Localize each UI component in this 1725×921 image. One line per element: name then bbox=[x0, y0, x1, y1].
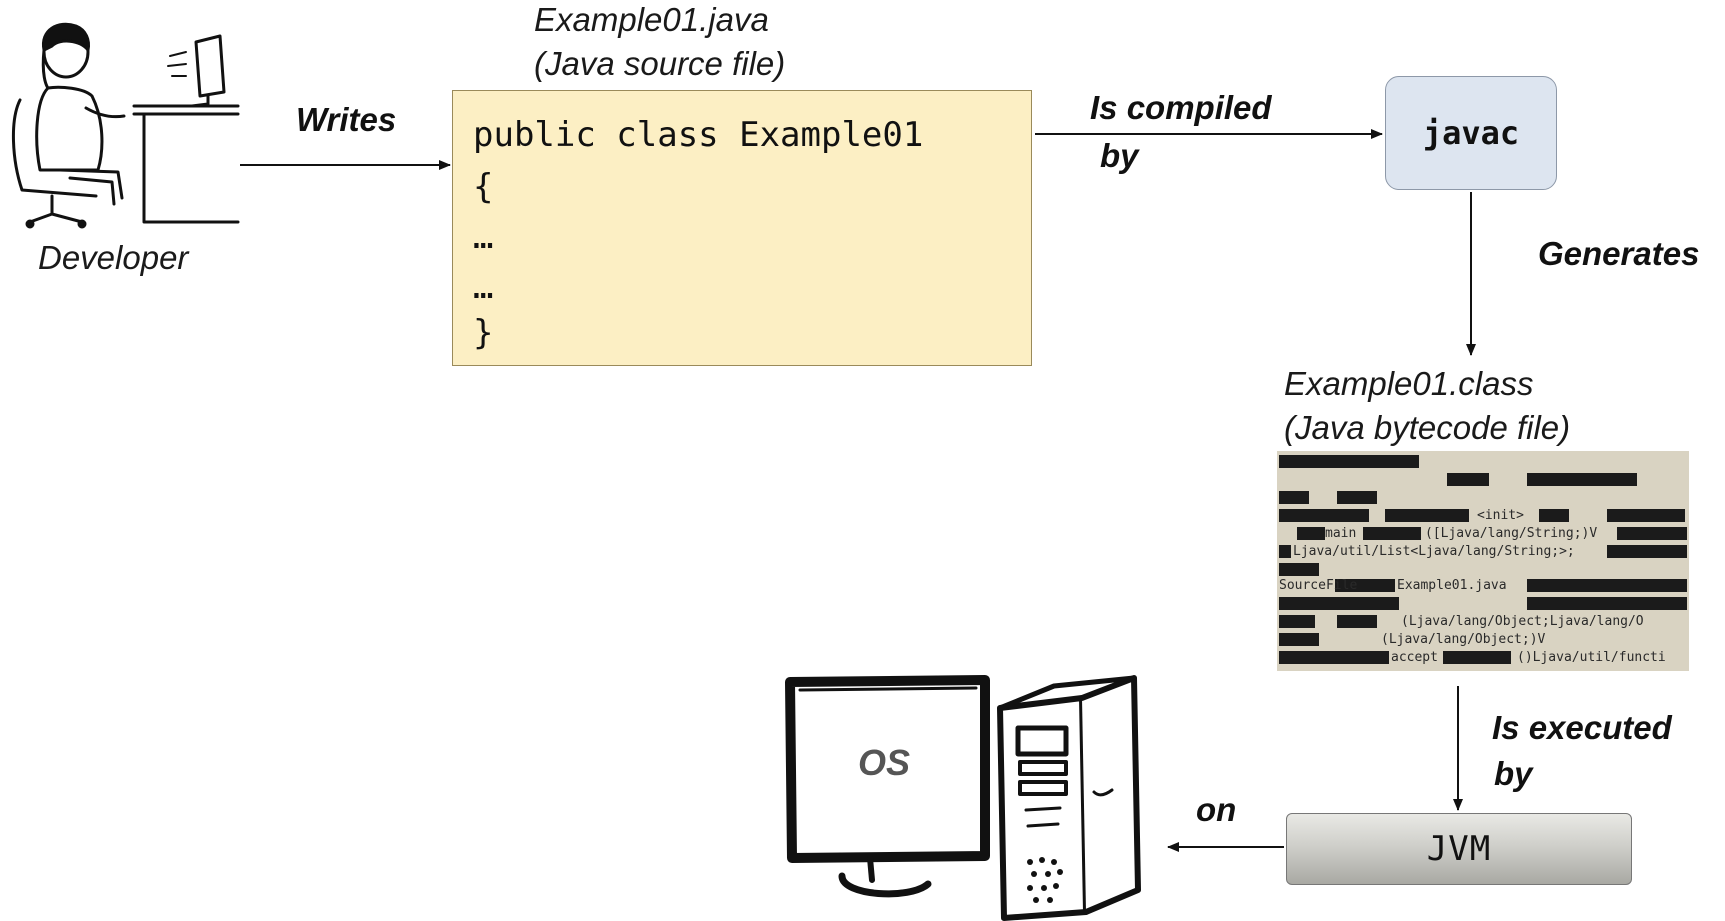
source-file-caption: (Java source file) bbox=[534, 45, 786, 82]
os-label: OS bbox=[858, 742, 911, 783]
class-file-caption: (Java bytecode file) bbox=[1284, 409, 1571, 446]
executed-label-line2: by bbox=[1494, 755, 1533, 792]
class-file-name: Example01.class bbox=[1284, 365, 1534, 402]
bytecode-text: Ljava/util/List<Ljava/lang/String;>; bbox=[1293, 544, 1575, 559]
jvm-label: JVM bbox=[1426, 829, 1492, 869]
jvm-node: JVM bbox=[1286, 813, 1632, 885]
bytecode-text: main bbox=[1325, 526, 1357, 541]
code-line: public class Example01 bbox=[473, 115, 924, 155]
developer-icon bbox=[12, 22, 240, 229]
bytecode-text: (Ljava/lang/Object;Ljava/lang/O bbox=[1401, 614, 1644, 629]
generates-label: Generates bbox=[1538, 235, 1700, 272]
javac-label: javac bbox=[1422, 114, 1520, 152]
compiled-label-line2: by bbox=[1100, 137, 1139, 174]
code-line: { bbox=[473, 167, 494, 207]
writes-label: Writes bbox=[296, 101, 397, 138]
code-line: } bbox=[473, 313, 494, 353]
computer-icon bbox=[785, 675, 1141, 921]
developer-label: Developer bbox=[38, 239, 189, 276]
code-line: … bbox=[473, 217, 494, 257]
code-line: … bbox=[473, 267, 494, 307]
executed-label-line1: Is executed bbox=[1492, 709, 1672, 746]
on-label: on bbox=[1196, 791, 1237, 828]
bytecode-text: (Ljava/lang/Object;)V bbox=[1381, 632, 1546, 647]
bytecode-text: <init> bbox=[1477, 508, 1524, 523]
bytecode-text: ([Ljava/lang/String;)V bbox=[1425, 526, 1598, 541]
bytecode-text: Example01.java bbox=[1397, 578, 1507, 593]
bytecode-image: <init> main ([Ljava/lang/String;)V Ljava… bbox=[1277, 451, 1689, 671]
source-file-box: public class Example01 { … … } bbox=[452, 90, 1032, 366]
javac-node: javac bbox=[1385, 76, 1557, 190]
bytecode-text: ()Ljava/util/functi bbox=[1517, 650, 1666, 665]
compiled-label-line1: Is compiled bbox=[1090, 89, 1272, 126]
source-file-name: Example01.java bbox=[534, 1, 769, 38]
bytecode-text: accept bbox=[1391, 650, 1438, 665]
bytecode-text: SourceFile bbox=[1279, 578, 1358, 593]
